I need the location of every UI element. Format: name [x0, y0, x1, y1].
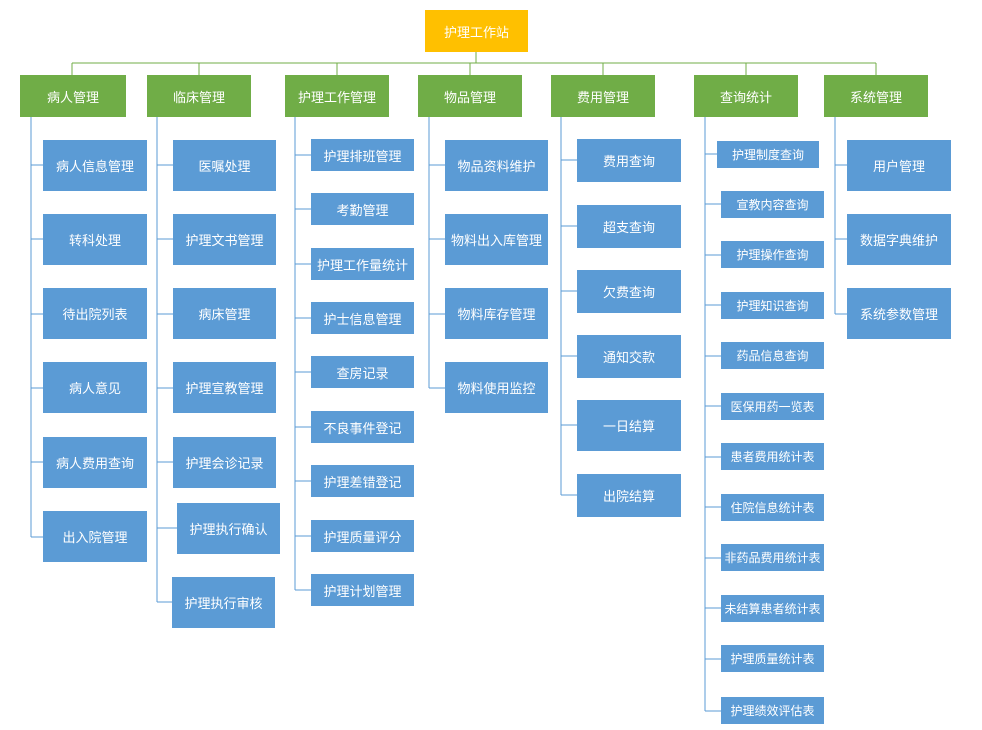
node-patient-fee-query: 病人费用查询 — [43, 437, 147, 488]
root-node: 护理工作站 — [425, 10, 528, 52]
node-transfer: 转科处理 — [43, 214, 147, 265]
node-overspend-query: 超支查询 — [577, 205, 681, 248]
node-admission-discharge: 出入院管理 — [43, 511, 147, 562]
node-patient-fee-stats: 患者费用统计表 — [721, 443, 824, 470]
node-knowledge-query: 护理知识查询 — [721, 292, 824, 319]
node-drug-info-query: 药品信息查询 — [721, 342, 824, 369]
category-clinical: 临床管理 — [147, 75, 251, 117]
node-arrears-query: 欠费查询 — [577, 270, 681, 313]
node-user-management: 用户管理 — [847, 140, 951, 191]
node-non-drug-fee-stats: 非药品费用统计表 — [721, 544, 824, 571]
node-quality-score: 护理质量评分 — [311, 520, 414, 552]
node-education-query: 宣教内容查询 — [721, 191, 824, 218]
node-item-maintenance: 物品资料维护 — [445, 140, 548, 191]
node-insurance-drug-list: 医保用药一览表 — [721, 393, 824, 420]
node-care-plan: 护理计划管理 — [311, 574, 414, 606]
category-query-stats: 查询统计 — [694, 75, 798, 117]
node-system-params: 系统参数管理 — [847, 288, 951, 339]
node-bed-management: 病床管理 — [173, 288, 276, 339]
node-policy-query: 护理制度查询 — [717, 141, 819, 168]
node-inventory: 物料库存管理 — [445, 288, 548, 339]
node-execution-confirm: 护理执行确认 — [177, 503, 280, 554]
node-fee-query: 费用查询 — [577, 139, 681, 182]
node-quality-stats: 护理质量统计表 — [721, 645, 824, 672]
node-usage-monitor: 物料使用监控 — [445, 362, 548, 413]
node-unsettled-stats: 未结算患者统计表 — [721, 595, 824, 622]
node-attendance: 考勤管理 — [311, 193, 414, 225]
node-performance-eval: 护理绩效评估表 — [721, 697, 824, 724]
node-operation-query: 护理操作查询 — [721, 241, 824, 268]
node-orders: 医嘱处理 — [173, 140, 276, 191]
node-patient-info: 病人信息管理 — [43, 140, 147, 191]
node-inpatient-stats: 住院信息统计表 — [721, 494, 824, 521]
category-supplies: 物品管理 — [418, 75, 522, 117]
node-nursing-education: 护理宣教管理 — [173, 362, 276, 413]
node-consultation-record: 护理会诊记录 — [173, 437, 276, 488]
node-ward-round: 查房记录 — [311, 356, 414, 388]
node-workload-stats: 护理工作量统计 — [311, 248, 414, 280]
node-discharge-settlement: 出院结算 — [577, 474, 681, 517]
node-error-register: 护理差错登记 — [311, 465, 414, 497]
category-nursing-work: 护理工作管理 — [285, 75, 389, 117]
node-shift-schedule: 护理排班管理 — [311, 139, 414, 171]
node-patient-feedback: 病人意见 — [43, 362, 147, 413]
node-adverse-event: 不良事件登记 — [311, 411, 414, 443]
node-nursing-docs: 护理文书管理 — [173, 214, 276, 265]
node-daily-settlement: 一日结算 — [577, 400, 681, 451]
node-discharge-list: 待出院列表 — [43, 288, 147, 339]
node-execution-review: 护理执行审核 — [172, 577, 275, 628]
node-payment-notice: 通知交款 — [577, 335, 681, 378]
node-data-dictionary: 数据字典维护 — [847, 214, 951, 265]
node-stock-in-out: 物料出入库管理 — [445, 214, 548, 265]
node-nurse-info: 护士信息管理 — [311, 302, 414, 334]
category-system: 系统管理 — [824, 75, 928, 117]
category-expense: 费用管理 — [551, 75, 655, 117]
category-patient: 病人管理 — [20, 75, 126, 117]
